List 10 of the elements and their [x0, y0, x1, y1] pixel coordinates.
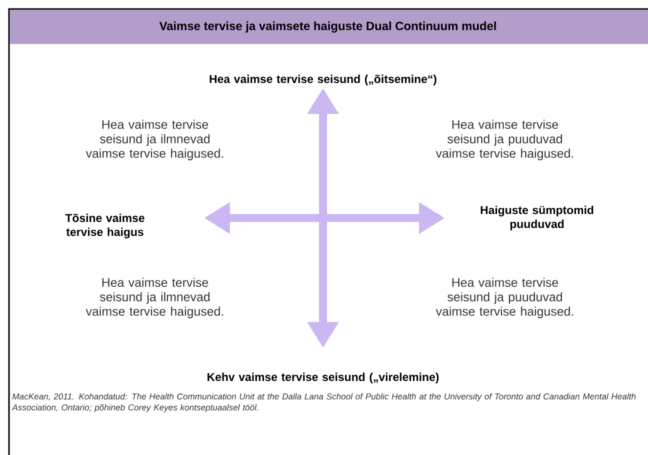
axis-pole-label: Haiguste sümptomid puuduvad: [480, 206, 594, 230]
axis-pole-label: Hea vaimse tervise seisund („õitsemine“): [210, 74, 436, 86]
axis-pole-label: Tõsine vaimse tervise haigus: [65, 214, 144, 238]
axis-pole-label: Kehv vaimse tervise seisund („virelemine): [208, 372, 439, 384]
caption: MacKean, 2011. Kohandatud: The Health Communication Unit at the Dalla Lana School of Public Health at the University of Toronto and Canadian Mental Health Association, Ontario; põhineb Corey Keyes kontseptuaalsel tööl.: [12, 393, 636, 412]
quadrant-text: Hea vaimse tervise seisund ja puuduvad vaimse tervise haigused.: [436, 120, 574, 160]
quadrant-text: Hea vaimse tervise seisund ja ilmnevad vaimse tervise haigused.: [86, 120, 224, 160]
quadrant-text: Hea vaimse tervise seisund ja ilmnevad vaimse tervise haigused.: [86, 278, 224, 318]
title-band: Vaimse tervise ja vaimsete haiguste Dual Continuum mudel: [10, 10, 648, 44]
quadrant-text: Hea vaimse tervise seisund ja puuduvad vaimse tervise haigused.: [436, 278, 574, 318]
